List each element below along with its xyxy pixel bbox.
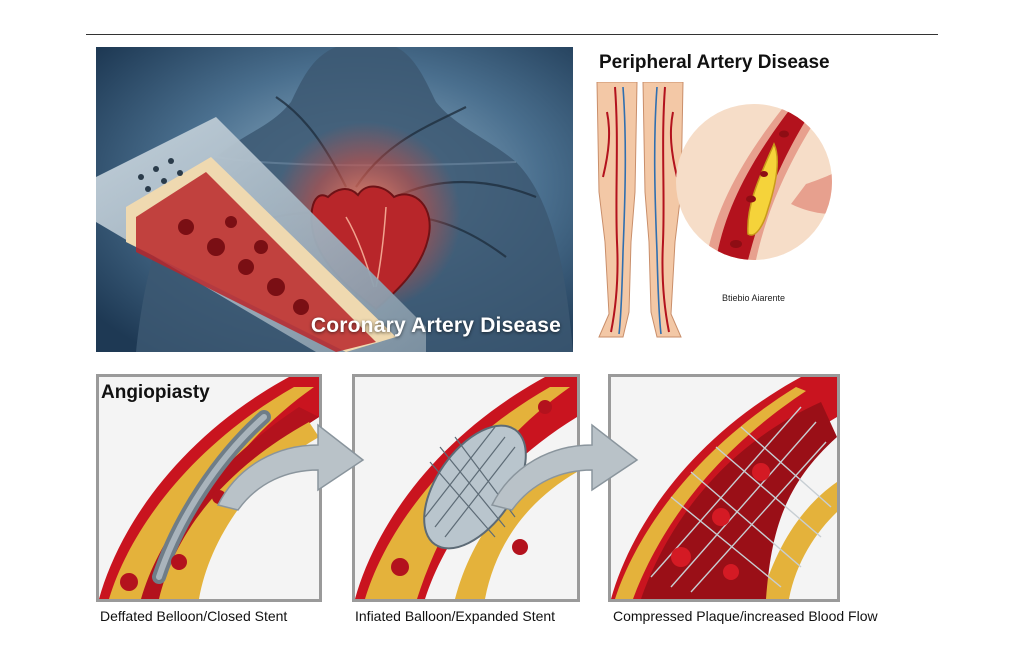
stent-illustration xyxy=(99,377,319,599)
leg-arteries-illustration xyxy=(585,82,695,347)
stage-inflated-balloon xyxy=(352,374,580,602)
coronary-illustration: Coronary Artery Disease xyxy=(96,47,573,352)
arrow-icon xyxy=(216,423,365,511)
heart-illustration xyxy=(96,47,573,352)
stage-compressed-plaque xyxy=(608,374,840,602)
top-rule xyxy=(86,34,938,35)
plaque-zoom-illustration xyxy=(676,104,832,260)
stage-caption: Compressed Plaque/increased Blood Flow xyxy=(613,608,878,624)
peripheral-title: Peripheral Artery Disease xyxy=(599,52,830,73)
arrow-icon xyxy=(490,423,639,511)
stage-caption: Infiated Balloon/Expanded Stent xyxy=(355,608,556,624)
stage-caption: Deffated Belloon/Closed Stent xyxy=(100,608,288,624)
peripheral-caption: Btiebio Aiarente xyxy=(722,293,786,303)
angioplasty-title: Angiopiasty xyxy=(101,382,210,403)
coronary-label: Coronary Artery Disease xyxy=(310,314,561,337)
stent-illustration xyxy=(611,377,837,599)
stent-illustration xyxy=(355,377,577,599)
